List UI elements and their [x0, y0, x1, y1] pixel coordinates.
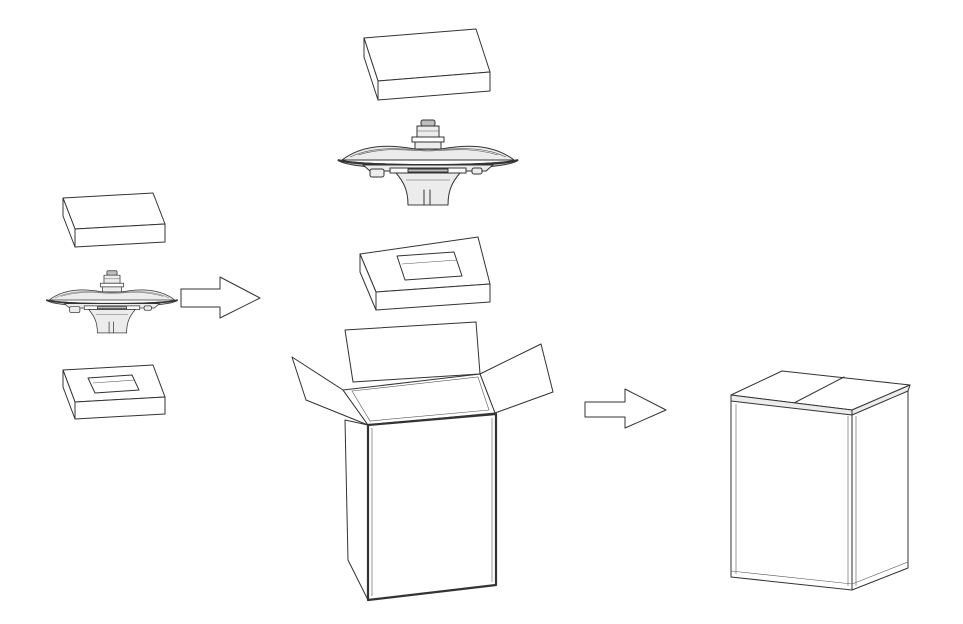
open-carton [291, 321, 554, 602]
top-foam-cap [363, 28, 491, 101]
street-light-luminaire [336, 118, 520, 207]
arrow-step1-to-step2 [180, 276, 261, 319]
step-3-group [730, 370, 911, 591]
sealed-carton [730, 370, 911, 591]
street-light-luminaire [45, 269, 179, 334]
bottom-foam-tray [359, 236, 491, 311]
step-1-group [45, 192, 179, 420]
arrow-step2-to-step3 [584, 388, 667, 429]
step-2-group [291, 28, 554, 602]
top-foam-cap [62, 192, 166, 248]
bottom-foam-tray [62, 364, 166, 420]
